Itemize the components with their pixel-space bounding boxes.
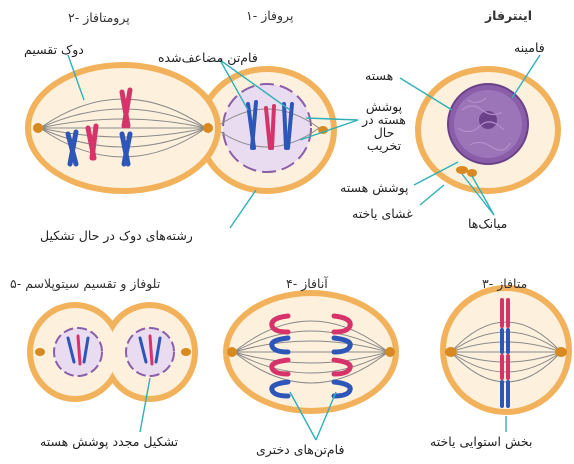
label-spindle: دوک تقسیم bbox=[24, 44, 84, 57]
telophase-cell bbox=[27, 302, 198, 402]
interphase-title: اینترفاز bbox=[485, 10, 532, 23]
label-duplicated-chromatid: فام‌تن مضاعف‌شده bbox=[158, 52, 258, 65]
anaphase-cell bbox=[223, 290, 399, 414]
telophase-title: ۵- تلوفاز و تقسیم سیتوپلاسم bbox=[10, 278, 160, 291]
anaphase-title: ۴- آنافاز bbox=[286, 278, 328, 291]
prophase-title: ۱- پروفاز bbox=[246, 10, 293, 23]
pointer-cell-membrane bbox=[420, 185, 444, 205]
centriole-1 bbox=[456, 166, 468, 174]
prometaphase-cell bbox=[25, 62, 221, 194]
label-forming-spindle: رشته‌های دوک در حال تشکیل bbox=[40, 230, 193, 243]
label-equatorial-plane: بخش استوایی یاخته bbox=[430, 436, 532, 449]
label-chromatin: فامینه bbox=[514, 42, 545, 55]
label-daughter-chromosomes: فام‌تن‌های دختری bbox=[256, 444, 344, 457]
metaphase-centriole-left bbox=[445, 347, 457, 357]
label-centrioles: میانک‌ها bbox=[468, 218, 507, 231]
prometaphase-centriole-left bbox=[33, 123, 43, 133]
prometaphase-title: ۲- پرومتافاز bbox=[68, 12, 130, 25]
label-nucleus: هسته bbox=[365, 70, 393, 83]
prometaphase-centriole-right bbox=[203, 123, 213, 133]
metaphase-centriole-right bbox=[555, 347, 567, 357]
pointer-forming-spindle bbox=[230, 190, 256, 228]
centriole-2 bbox=[467, 169, 477, 177]
label-nuclear-envelope-reforming: تشکیل مجدد پوشش هسته bbox=[40, 436, 178, 449]
label-cell-membrane: غشای یاخته bbox=[352, 208, 413, 221]
label-nuclear-envelope-breaking: پوشش هسته در حال تخریب bbox=[360, 100, 408, 153]
anaphase-centriole-right bbox=[385, 347, 395, 357]
telophase-centriole-right bbox=[181, 348, 191, 356]
interphase-cell bbox=[415, 66, 561, 194]
label-nuclear-envelope: پوشش هسته bbox=[340, 182, 409, 195]
telophase-centriole-left bbox=[35, 348, 45, 356]
metaphase-title: ۳- متافاز bbox=[482, 278, 527, 291]
anaphase-centriole-left bbox=[227, 347, 237, 357]
metaphase-cell bbox=[440, 285, 572, 415]
